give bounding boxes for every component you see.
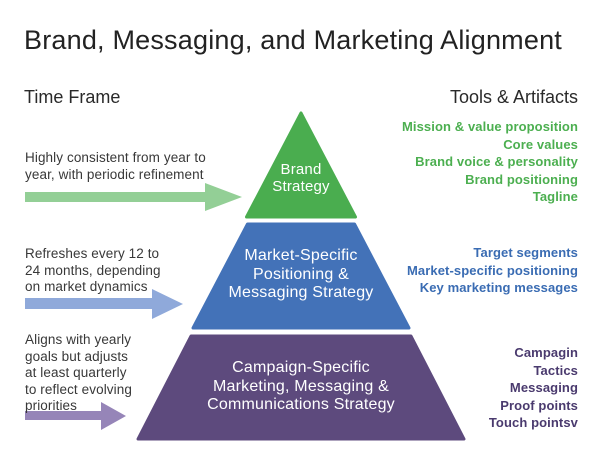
page-title: Brand, Messaging, and Marketing Alignmen… — [24, 25, 562, 55]
artifact-item: Core values — [503, 136, 578, 152]
tier-campaign-specific-timeframe: Aligns with yearly goals but adjusts at … — [25, 332, 132, 413]
tier-campaign-specific-shape — [136, 334, 466, 441]
green-arrow-icon — [25, 183, 242, 211]
artifact-item: Mission & value proposition — [401, 119, 578, 134]
artifact-item: Campagin — [514, 345, 578, 360]
tier-market-specific-label: Market-Specific Positioning & Messaging … — [228, 247, 374, 301]
tier-brand-artifacts: Mission & value proposition Core values … — [402, 118, 578, 206]
time-frame-header: Time Frame — [24, 87, 121, 107]
artifact-item: Proof points — [500, 397, 578, 413]
tier-brand-timeframe: Highly consistent from year to year, wit… — [25, 150, 206, 182]
blue-arrow-icon — [25, 289, 183, 319]
tier-brand-label: Brand Strategy — [272, 161, 330, 195]
artifact-item: Key marketing messages — [419, 280, 578, 295]
artifact-item: Touch pointsv — [488, 415, 578, 430]
artifact-item: Brand positioning — [465, 171, 578, 187]
artifact-item: Messaging — [509, 380, 578, 395]
artifact-item: Target segments — [473, 245, 578, 260]
tools-artifacts-header: Tools & Artifacts — [449, 87, 578, 107]
tier-market-specific-shape — [191, 222, 411, 330]
tier-brand-shape — [245, 111, 357, 219]
tier-campaign-specific-label: Campaign-Specific Marketing, Messaging &… — [207, 359, 395, 413]
artifact-item: Tactics — [533, 362, 578, 378]
tier-market-specific-timeframe: Refreshes every 12 to 24 months, dependi… — [25, 246, 161, 294]
purple-arrow-icon — [25, 402, 126, 430]
artifact-item: Tagline — [532, 189, 578, 204]
tier-campaign-specific-artifacts: Campagin Tactics Messaging Proof points … — [489, 344, 578, 432]
artifact-item: Brand voice & personality — [415, 154, 578, 169]
tier-market-specific-artifacts: Target segments Market-specific position… — [407, 244, 578, 297]
artifact-item: Market-specific positioning — [406, 262, 578, 278]
